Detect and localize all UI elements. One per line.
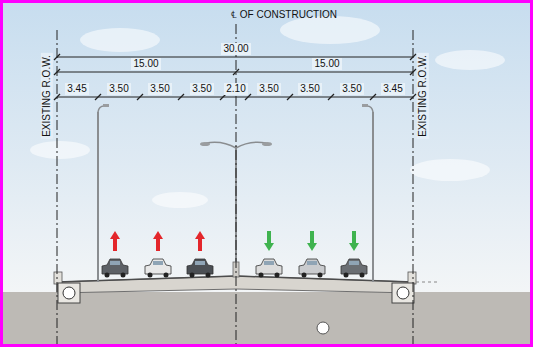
car [102, 259, 128, 278]
dimension-text: 15.00 [312, 58, 341, 70]
dimension-tick [233, 69, 239, 75]
car-wheel [190, 273, 195, 278]
drain-pipe [63, 287, 75, 299]
car-window [110, 261, 120, 265]
dimension-text: 3.50 [298, 83, 321, 95]
dimension-line [57, 57, 413, 58]
dimension-line [57, 97, 413, 98]
car-wheel [344, 273, 349, 278]
car-wheel [206, 273, 211, 278]
dimension-tick [137, 94, 143, 100]
light-pole-arm [206, 142, 236, 148]
car-window [264, 261, 274, 265]
dimension-text: 3.50 [340, 83, 363, 95]
direction-arrow [153, 231, 163, 251]
existing-grade [416, 282, 440, 283]
drain-box [392, 283, 414, 303]
dimension-text: 3.50 [190, 83, 213, 95]
curb [54, 272, 62, 284]
dimension-tick [370, 94, 376, 100]
car-wheel [360, 273, 365, 278]
car-body [187, 259, 213, 274]
clouds [30, 16, 505, 208]
car-window [195, 261, 205, 265]
dimension-text: 15.00 [131, 58, 160, 70]
car-wheel [275, 273, 280, 278]
dimension-tick [95, 94, 101, 100]
car-body [299, 259, 325, 274]
car-body [145, 259, 171, 274]
cloud [410, 159, 490, 181]
dimension-tick [54, 94, 60, 100]
lamp [103, 104, 109, 107]
dimension-tick [328, 94, 334, 100]
sky [0, 0, 533, 300]
car-wheel [148, 273, 153, 278]
car-body [256, 259, 282, 274]
light-pole [372, 112, 374, 282]
dimension-text: 30.00 [221, 43, 250, 55]
dimension-text: 2.10 [224, 83, 247, 95]
drain-box [58, 283, 80, 303]
car-wheel [164, 273, 169, 278]
row-line [413, 30, 414, 347]
car-window [153, 261, 163, 265]
car-body [341, 259, 367, 274]
lamp [262, 142, 272, 146]
car-wheel [105, 273, 110, 278]
dimension-ticks [54, 54, 416, 100]
centerline-title: ℄ OF CONSTRUCTION [229, 9, 339, 21]
dimension-text: 3.50 [148, 83, 171, 95]
cloud [80, 28, 160, 52]
dimension-tick [410, 94, 416, 100]
car-window [349, 261, 359, 265]
dimension-text: 3.45 [381, 83, 404, 95]
dimension-tick [287, 94, 293, 100]
curb [408, 272, 416, 284]
dimension-text: 3.45 [65, 83, 88, 95]
car [341, 259, 367, 278]
direction-arrow [195, 231, 205, 251]
row-label: EXISTING R.O.W. [417, 53, 429, 139]
cloud [152, 192, 208, 208]
drain-pipe [397, 287, 409, 299]
utility-pipe [317, 322, 329, 334]
direction-arrow [349, 231, 359, 251]
dimension-tick [54, 54, 60, 60]
dimension-tick [54, 69, 60, 75]
cloud [30, 141, 90, 159]
dimension-text: 3.50 [257, 83, 280, 95]
car-body [102, 259, 128, 274]
direction-arrow [307, 231, 317, 251]
lamp [200, 142, 210, 146]
cloud [280, 16, 380, 44]
dimension-tick [178, 94, 184, 100]
car-wheel [318, 273, 323, 278]
car-wheel [259, 273, 264, 278]
road-slab [57, 276, 413, 293]
row-line [57, 30, 58, 347]
car [256, 259, 282, 278]
direction-arrows [110, 231, 359, 251]
car-wheel [121, 273, 126, 278]
car [187, 259, 213, 278]
dimension-tick [410, 54, 416, 60]
cloud [435, 50, 505, 70]
light-pole-arm [236, 142, 266, 148]
car [299, 259, 325, 278]
car-wheel [302, 273, 307, 278]
row-label: EXISTING R.O.W. [41, 53, 53, 139]
dimension-text: 3.50 [107, 83, 130, 95]
dimension-tick [410, 69, 416, 75]
direction-arrow [110, 231, 120, 251]
lamp [362, 104, 368, 107]
car-window [307, 261, 317, 265]
vehicles [102, 259, 367, 278]
car [145, 259, 171, 278]
light-pole [97, 112, 99, 282]
direction-arrow [264, 231, 274, 251]
